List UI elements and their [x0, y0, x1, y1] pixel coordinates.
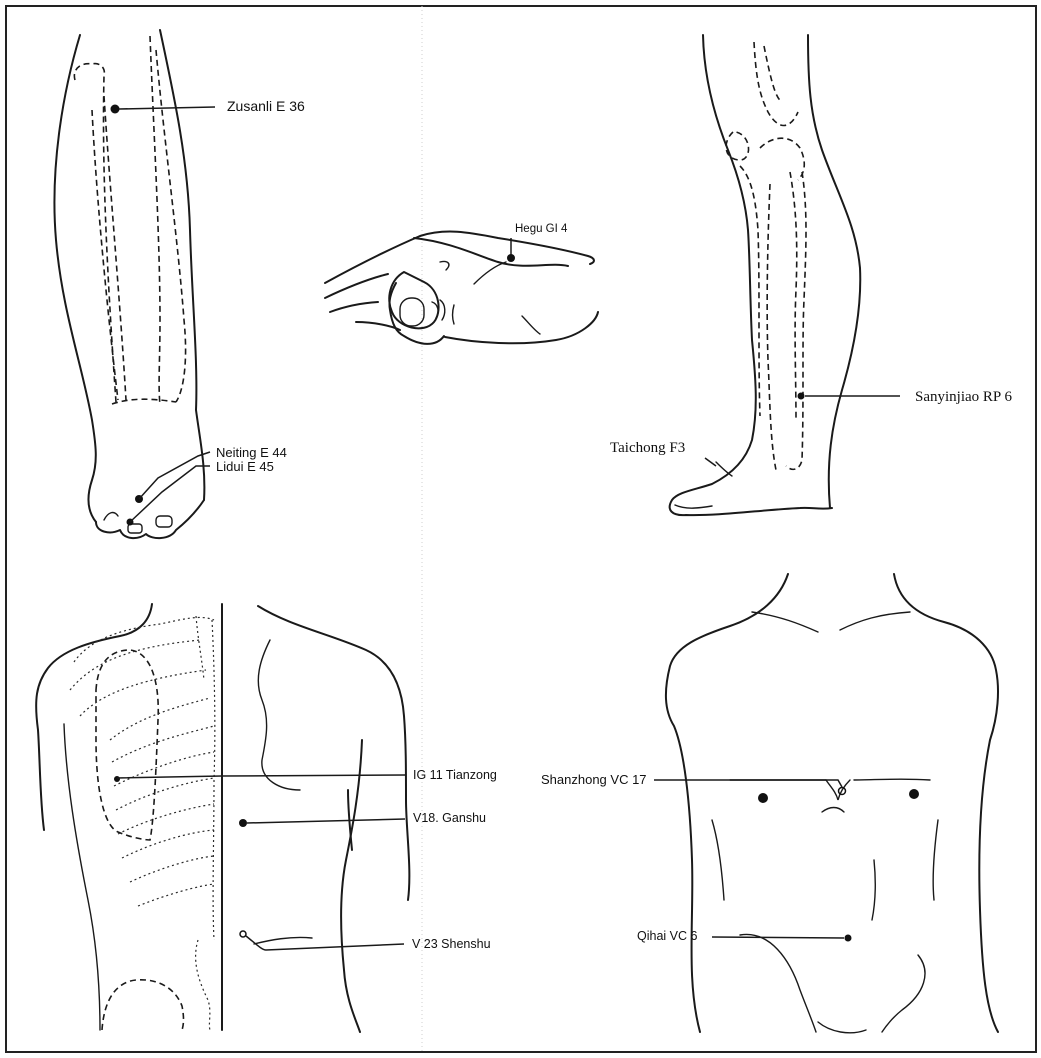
ganshu-label: V18. Ganshu — [413, 811, 486, 825]
right-nipple — [909, 789, 919, 799]
sanyinjiao-label: Sanyinjiao RP 6 — [915, 389, 1012, 405]
sanyinjiao-point — [798, 393, 805, 400]
hegu-label: Hegu GI 4 — [515, 223, 568, 235]
tianzong-label: IG 11 Tianzong — [413, 768, 497, 782]
zusanli-point — [111, 105, 120, 114]
qihai-label: Qihai VC 6 — [637, 929, 697, 943]
left-nipple — [758, 793, 768, 803]
shanzhong-label: Shanzhong VC 17 — [541, 772, 647, 787]
back-torso-drawing — [36, 604, 409, 1032]
shenshu-point — [240, 931, 246, 937]
shenshu-label: V 23 Shenshu — [412, 937, 491, 951]
ganshu-point — [239, 819, 247, 827]
lidui-label: Lidui E 45 — [216, 459, 274, 474]
qihai-point — [845, 935, 852, 942]
neiting-label: Neiting E 44 — [216, 445, 287, 460]
front-lower-leg-drawing — [54, 30, 204, 538]
side-leg-drawing — [670, 35, 861, 515]
zusanli-label: Zusanli E 36 — [227, 98, 305, 114]
taichong-label: Taichong F3 — [610, 440, 685, 456]
chest-torso-drawing — [666, 574, 998, 1033]
hand-drawing — [325, 232, 598, 344]
tianzong-point — [114, 776, 120, 782]
figure-border — [6, 6, 1036, 1052]
hegu-point — [507, 254, 515, 262]
